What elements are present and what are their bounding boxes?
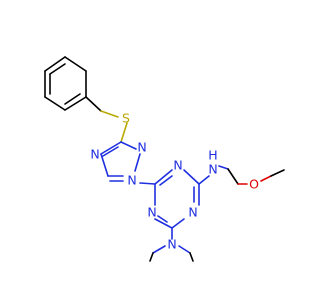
atom-triazole-n2: N bbox=[137, 140, 146, 155]
bond-tri-4 bbox=[171, 218, 185, 229]
atom-triazine-n-right: N bbox=[188, 205, 197, 220]
bond-phenyl-ch2 bbox=[85, 96, 102, 112]
bond-benzene-1 bbox=[44, 56, 66, 72]
bond-benzene-4 bbox=[64, 96, 87, 111]
bond-methyl-left-end bbox=[149, 252, 154, 262]
atom-triazole-n4: N bbox=[90, 147, 99, 162]
molecule-structure: S N N N N N N H N O N bbox=[44, 56, 285, 262]
bond-benzene-5 bbox=[44, 96, 66, 111]
bond-methyl-right-end bbox=[189, 252, 194, 262]
atom-s: S bbox=[122, 111, 130, 126]
bond-nme2-methyl-left bbox=[152, 245, 166, 254]
atom-nh-hydrogen: H bbox=[208, 148, 217, 163]
bond-ch3-end bbox=[270, 169, 285, 177]
bond-n1-n2 bbox=[134, 153, 141, 172]
bond-triazine-nh bbox=[198, 175, 210, 185]
atom-labels: S N N N N N N H N O N bbox=[90, 111, 259, 252]
bond-tri-1-double bbox=[159, 175, 173, 186]
atom-triazine-n-left: N bbox=[147, 205, 156, 220]
bond-nh-ch2 bbox=[218, 165, 229, 170]
bond-tri-2 bbox=[183, 169, 200, 185]
bond-n2-c3 bbox=[120, 141, 137, 150]
bond-nme2-methyl-right bbox=[178, 245, 191, 254]
bond-n4-c5 bbox=[100, 153, 109, 177]
bond-benzene-2 bbox=[64, 56, 87, 72]
atom-triazole-n1: N bbox=[127, 173, 136, 188]
bond-c3-n4-double bbox=[102, 146, 119, 157]
atom-triazine-n-top: N bbox=[173, 158, 182, 173]
bond-benzene-inner-2 bbox=[64, 93, 81, 105]
bond-s-c3 bbox=[120, 122, 128, 143]
atom-oxygen: O bbox=[249, 177, 259, 192]
bond-c3-n4 bbox=[100, 141, 122, 155]
bond-benzene-inner-1 bbox=[49, 63, 66, 75]
bonds bbox=[44, 56, 285, 262]
bond-ch2-s bbox=[100, 110, 119, 118]
bond-tri-5 bbox=[154, 218, 173, 229]
atom-dimethylamino-n: N bbox=[167, 237, 176, 252]
bond-o-ch3 bbox=[260, 175, 272, 182]
atom-nh-nitrogen: N bbox=[208, 162, 217, 177]
bond-ch2-corner bbox=[227, 168, 239, 185]
bond-triazole-triazine bbox=[139, 182, 156, 185]
bond-tri-5-double bbox=[157, 215, 168, 223]
bond-tri-1 bbox=[154, 169, 173, 185]
